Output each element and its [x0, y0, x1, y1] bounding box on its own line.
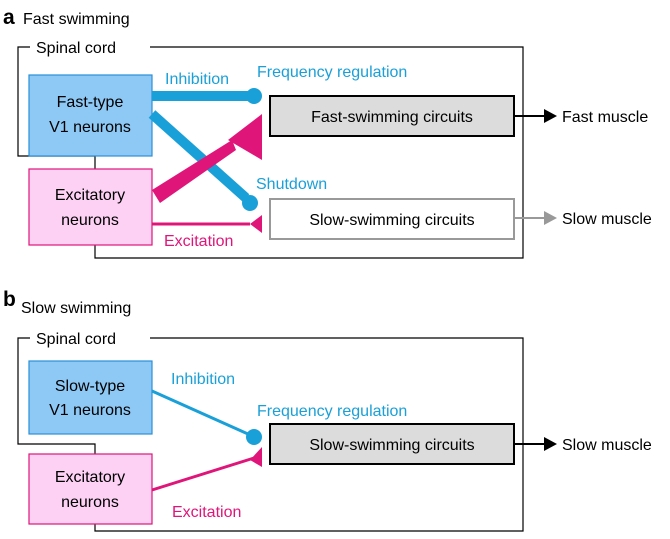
panel-b-letter: b	[3, 288, 16, 311]
frequency-regulation-label: Frequency regulation	[257, 64, 407, 81]
inhibition-line-b	[151, 389, 249, 436]
panel-a: a Fast swimming Spinal cord Fast-type V1…	[3, 6, 652, 259]
spinal-cord-label: Spinal cord	[36, 40, 116, 57]
excitation-label: Excitation	[164, 233, 233, 250]
slow-circuits-label: Slow-swimming circuits	[309, 212, 474, 229]
excitatory-neurons-b-label-line2: neurons	[61, 494, 119, 511]
slow-circuits-b-label: Slow-swimming circuits	[309, 437, 474, 454]
slow-output-arrowhead-b	[544, 437, 557, 451]
excitation-to-fast-line	[152, 140, 236, 203]
slow-muscle-label: Slow muscle	[562, 211, 652, 228]
excitatory-neurons-label-line1: Excitatory	[55, 187, 125, 204]
excitatory-neurons-box	[28, 168, 153, 246]
excitatory-neurons-box-b	[28, 453, 153, 525]
frequency-regulation-label-b: Frequency regulation	[257, 403, 407, 420]
excitation-terminal-b	[250, 447, 262, 467]
panel-a-letter: a	[3, 6, 15, 29]
v1-neurons-label-line2: V1 neurons	[49, 119, 131, 136]
slow-muscle-label-b: Slow muscle	[562, 437, 652, 454]
excitation-label-b: Excitation	[172, 504, 241, 521]
panel-b-title: Slow swimming	[21, 300, 131, 317]
panel-b: b Slow swimming Spinal cord Slow-type V1…	[3, 288, 652, 532]
shutdown-label: Shutdown	[256, 176, 327, 193]
shutdown-terminal	[242, 195, 258, 211]
v1-neurons-label-line1: Fast-type	[57, 94, 124, 111]
v1-neurons-box-b	[28, 360, 153, 435]
shutdown-line	[148, 110, 250, 202]
fast-circuits-label: Fast-swimming circuits	[311, 109, 473, 126]
v1-neurons-box	[28, 74, 153, 157]
excitation-terminal-fast	[228, 114, 262, 160]
v1-neurons-b-label-line2: V1 neurons	[49, 402, 131, 419]
excitatory-neurons-b-label-line1: Excitatory	[55, 469, 125, 486]
excitation-line-b	[151, 456, 255, 492]
inhibition-terminal-fast	[246, 88, 262, 104]
fast-output-arrowhead	[544, 109, 557, 123]
excitatory-neurons-label-line2: neurons	[61, 212, 119, 229]
fast-muscle-label: Fast muscle	[562, 109, 648, 126]
slow-output-arrowhead	[544, 211, 557, 225]
excitation-terminal-slow	[250, 215, 262, 233]
panel-a-title: Fast swimming	[23, 11, 130, 28]
inhibition-terminal-b	[246, 429, 262, 445]
spinal-cord-label-b: Spinal cord	[36, 331, 116, 348]
inhibition-label: Inhibition	[165, 71, 229, 88]
inhibition-label-b: Inhibition	[171, 371, 235, 388]
v1-neurons-b-label-line1: Slow-type	[55, 378, 125, 395]
